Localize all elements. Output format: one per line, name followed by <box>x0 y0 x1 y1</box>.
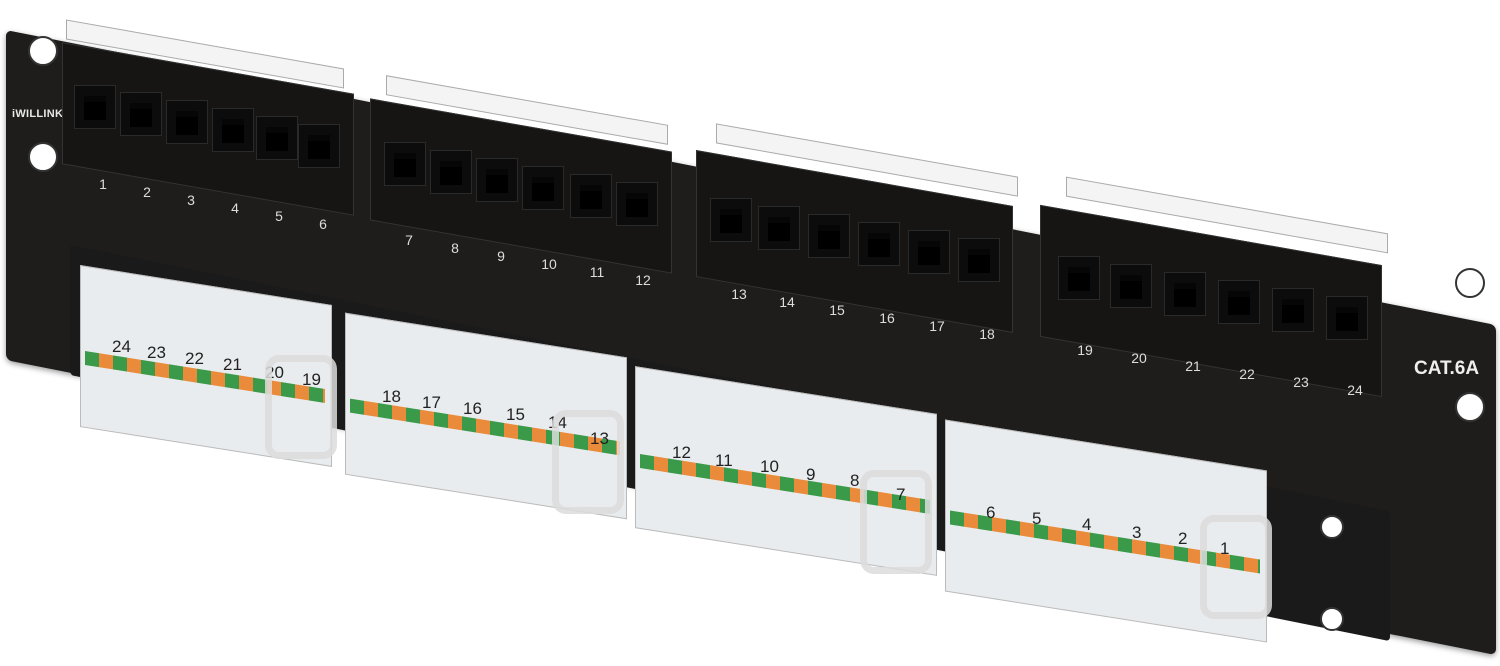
cable-ring <box>265 355 337 459</box>
port-number: 21 <box>1185 358 1201 374</box>
port-number: 4 <box>231 200 239 216</box>
rj45-port <box>958 238 1000 282</box>
port-number: 23 <box>1293 374 1309 390</box>
port-number: 16 <box>879 310 895 326</box>
port-number: 14 <box>779 294 795 310</box>
rj45-port <box>212 108 254 152</box>
mount-hole <box>1320 515 1344 539</box>
idc-port-label: 6 <box>986 503 996 522</box>
rj45-port <box>908 230 950 274</box>
rj45-port <box>710 198 752 242</box>
idc-port-label: 19 <box>302 370 321 389</box>
idc-port-label: 13 <box>590 429 609 448</box>
port-number: 2 <box>143 184 151 200</box>
port-number: 5 <box>275 208 283 224</box>
idc-port-label: 24 <box>112 337 131 356</box>
rj45-port <box>298 124 340 168</box>
idc-port-label: 3 <box>1132 523 1142 542</box>
port-number: 1 <box>99 176 107 192</box>
port-number: 6 <box>319 216 327 232</box>
port-number: 24 <box>1347 382 1363 398</box>
rear-patch-panel: 24 23 22 21 20 19 18 17 16 15 14 13 12 1… <box>70 245 1390 645</box>
rj45-port <box>522 166 564 210</box>
rj45-port <box>384 142 426 186</box>
port-number: 18 <box>979 326 995 342</box>
rj45-port <box>74 85 116 129</box>
idc-port-label: 16 <box>463 399 482 418</box>
port-number: 17 <box>929 318 945 334</box>
rj45-port <box>476 158 518 202</box>
port-number: 19 <box>1077 342 1093 358</box>
port-number: 11 <box>589 264 605 280</box>
rj45-port <box>616 182 658 226</box>
mount-hole <box>1455 268 1485 298</box>
cable-ring <box>1200 515 1272 619</box>
rj45-port <box>166 100 208 144</box>
idc-port-label: 21 <box>223 355 242 374</box>
idc-port-label: 5 <box>1032 509 1042 528</box>
port-number: 13 <box>731 286 747 302</box>
mount-hole <box>28 36 58 66</box>
idc-port-label: 7 <box>896 485 906 504</box>
idc-port-label: 11 <box>715 451 733 470</box>
brand-logo: iWILLINK <box>12 108 64 120</box>
rj45-port <box>1218 280 1260 324</box>
rj45-port <box>858 222 900 266</box>
idc-port-label: 4 <box>1082 515 1092 534</box>
port-number: 8 <box>451 240 459 256</box>
idc-port-label: 12 <box>672 443 691 462</box>
idc-port-label: 15 <box>506 405 525 424</box>
idc-port-label: 17 <box>422 393 441 412</box>
idc-port-label: 10 <box>760 457 779 476</box>
rj45-port <box>1326 296 1368 340</box>
idc-port-label: 18 <box>382 387 401 406</box>
idc-port-label: 9 <box>806 465 816 484</box>
cable-ring <box>860 470 932 574</box>
port-number: 9 <box>497 248 505 264</box>
port-number: 15 <box>829 302 845 318</box>
port-number: 7 <box>405 232 413 248</box>
rj45-port <box>1272 288 1314 332</box>
rj45-port <box>430 150 472 194</box>
rj45-port <box>758 206 800 250</box>
rj45-port <box>120 92 162 136</box>
rj45-port <box>1058 256 1100 300</box>
port-number: 10 <box>541 256 557 272</box>
idc-port-label: 22 <box>185 349 204 368</box>
front-patch-panel: iWILLINK CAT.6A <box>0 19 1500 656</box>
rj45-port <box>570 174 612 218</box>
idc-port-label: 23 <box>147 343 166 362</box>
port-number: 12 <box>635 272 651 288</box>
port-number: 20 <box>1131 350 1147 366</box>
mount-hole <box>28 142 58 172</box>
rj45-port <box>808 214 850 258</box>
mount-hole <box>1320 607 1344 631</box>
idc-port-label: 8 <box>850 471 860 490</box>
rj45-port <box>1164 272 1206 316</box>
category-label: CAT.6A <box>1414 358 1480 379</box>
rj45-port <box>1110 264 1152 308</box>
port-number: 3 <box>187 192 195 208</box>
idc-port-label: 1 <box>1220 539 1230 558</box>
port-number: 22 <box>1239 366 1255 382</box>
rj45-port <box>256 116 298 160</box>
cable-ring <box>552 410 624 514</box>
mount-hole <box>1455 392 1485 422</box>
idc-port-label: 2 <box>1178 529 1188 548</box>
